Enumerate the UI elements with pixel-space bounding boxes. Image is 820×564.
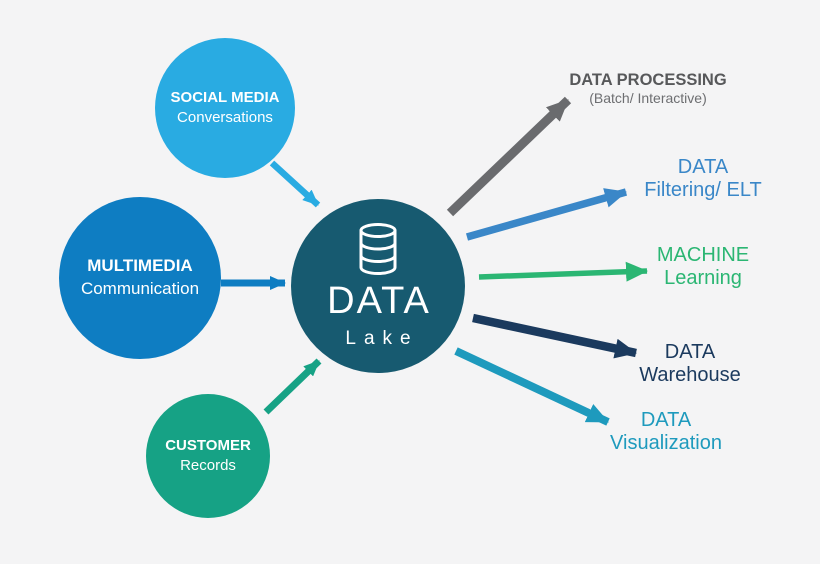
- label-data-filtering-subtitle: Filtering/ ELT: [644, 179, 762, 201]
- arrow-lake-to-machine-learning: [478, 261, 648, 282]
- arrow-lake-to-visualization: [454, 347, 610, 426]
- label-data-filtering-elt: DATA Filtering/ ELT: [644, 156, 761, 202]
- data-lake-title: DATA: [327, 280, 431, 322]
- data-lake-subtitle: Lake: [345, 328, 419, 349]
- node-multimedia-subtitle: Communication: [80, 279, 200, 298]
- label-machine-learning-title: MACHINE: [656, 244, 750, 266]
- arrow-lake-to-processing: [446, 96, 572, 217]
- label-data-filtering-title: DATA: [677, 156, 729, 178]
- node-customer-records-title: CUSTOMER: [165, 436, 251, 454]
- node-multimedia-title: MULTIMEDIA: [87, 256, 193, 276]
- label-data-warehouse-title: DATA: [664, 341, 716, 363]
- label-data-warehouse: DATA Warehouse: [639, 341, 741, 387]
- label-data-visualization-title: DATA: [640, 409, 692, 431]
- node-multimedia: MULTIMEDIA Communication: [59, 197, 221, 359]
- label-data-warehouse-subtitle: Warehouse: [639, 364, 741, 386]
- arrow-customer-to-lake: [263, 358, 322, 415]
- label-data-visualization: DATA Visualization: [610, 409, 722, 455]
- label-data-processing-subtitle: (Batch/ Interactive): [589, 90, 707, 106]
- arrow-lake-to-filtering: [465, 188, 628, 241]
- label-machine-learning-subtitle: Learning: [664, 267, 742, 289]
- label-data-visualization-subtitle: Visualization: [610, 432, 722, 454]
- arrow-lake-to-warehouse: [472, 313, 637, 359]
- label-machine-learning: MACHINE Learning: [657, 244, 749, 290]
- database-icon: [359, 223, 397, 275]
- node-data-lake: DATA Lake: [291, 199, 465, 373]
- node-social-media-subtitle: Conversations: [177, 109, 273, 126]
- node-customer-records-subtitle: Records: [180, 457, 236, 474]
- node-customer-records: CUSTOMER Records: [146, 394, 270, 518]
- node-social-media: SOCIAL MEDIA Conversations: [155, 38, 295, 178]
- arrow-social-to-lake: [269, 160, 321, 208]
- label-data-processing-title: DATA PROCESSING: [569, 71, 727, 89]
- node-social-media-title: SOCIAL MEDIA: [170, 88, 280, 106]
- label-data-processing: DATA PROCESSING (Batch/ Interactive): [569, 71, 726, 107]
